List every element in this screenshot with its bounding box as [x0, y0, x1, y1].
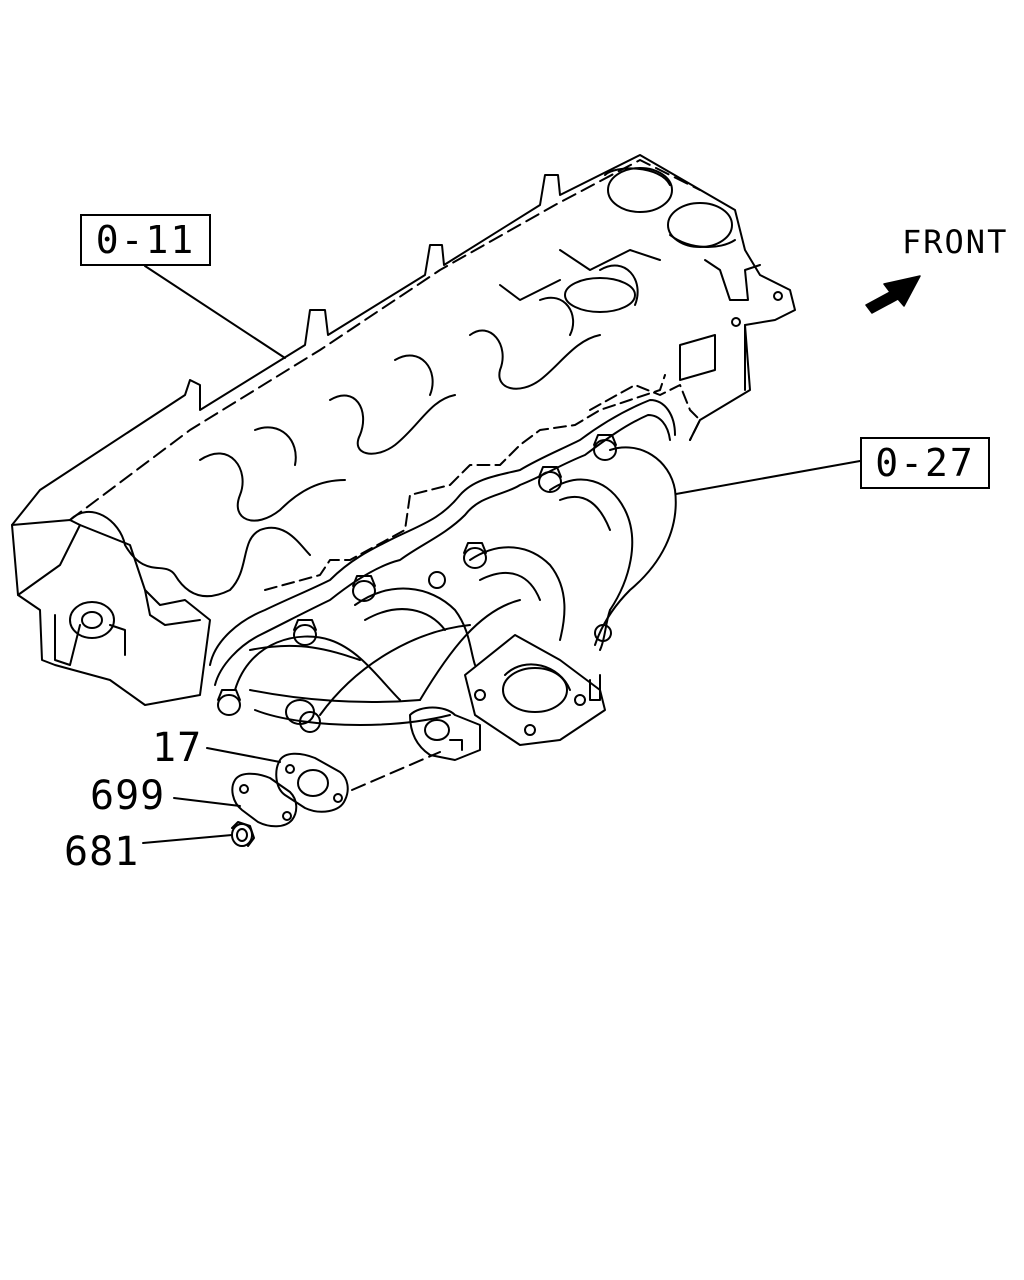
assembly-line — [352, 752, 440, 790]
ref-box-0-11[interactable]: 0-11 — [80, 214, 211, 266]
leader-0-11 — [145, 266, 285, 358]
arrow-icon — [866, 276, 920, 313]
leader-17 — [207, 748, 280, 762]
part-label-681[interactable]: 681 — [64, 829, 140, 875]
leader-681 — [143, 835, 232, 843]
manifold-nuts — [218, 435, 616, 715]
nut-681 — [232, 822, 254, 846]
front-label: FRONT — [902, 223, 1009, 261]
cylinder-head — [12, 155, 795, 705]
part-label-699[interactable]: 699 — [90, 773, 166, 819]
plate-699 — [232, 774, 296, 827]
ref-box-0-27[interactable]: 0-27 — [860, 437, 990, 489]
part-label-17[interactable]: 17 — [152, 725, 203, 771]
exhaust-manifold — [210, 375, 700, 760]
gasket-17 — [276, 754, 347, 812]
leader-699 — [174, 798, 240, 806]
leader-0-27 — [676, 461, 860, 494]
